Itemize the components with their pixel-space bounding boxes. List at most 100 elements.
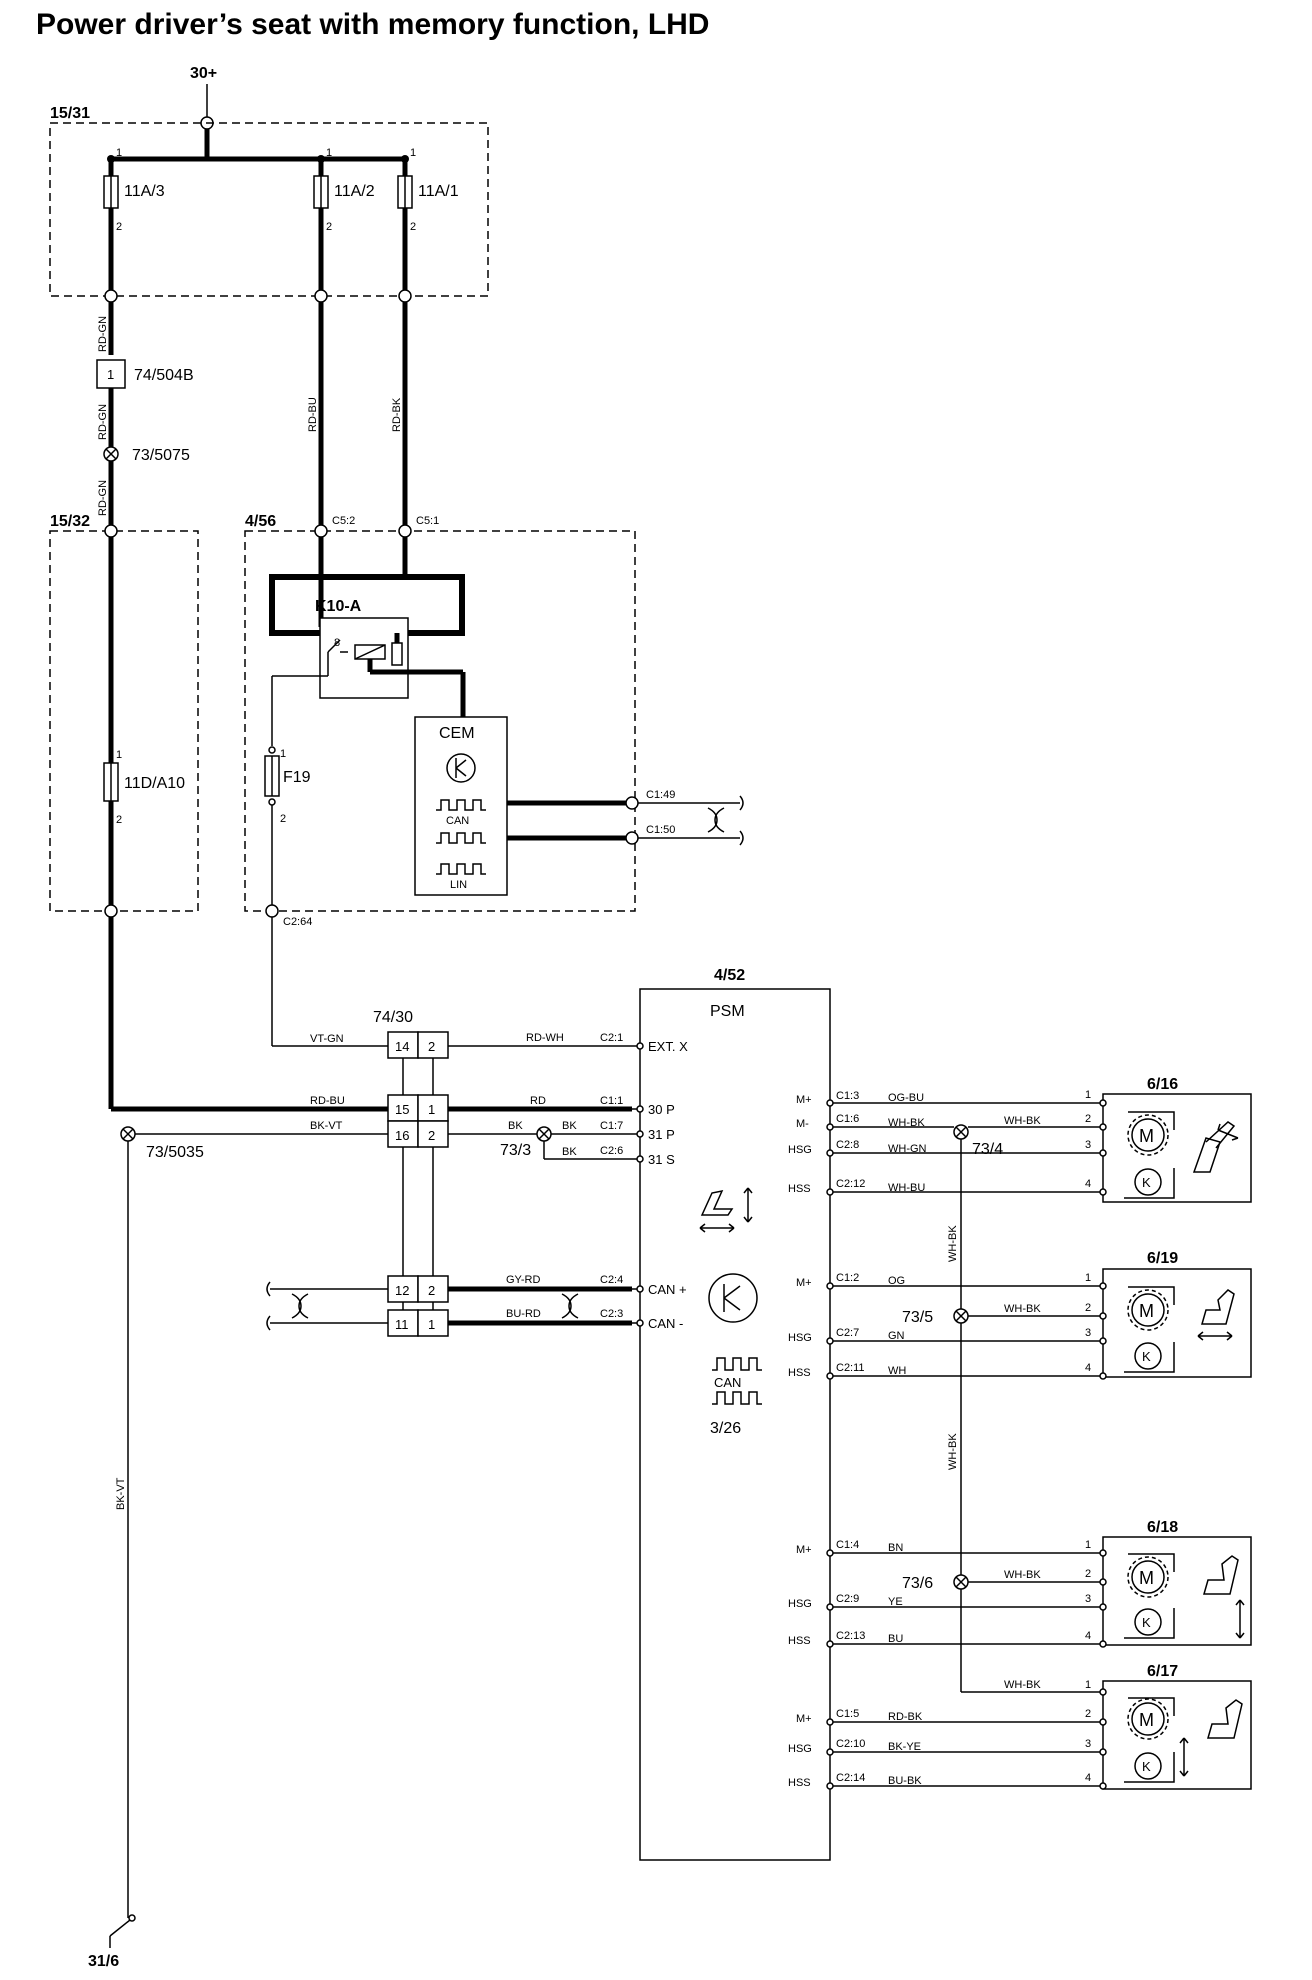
splice-73-3 bbox=[536, 1126, 552, 1142]
wire-label: RD bbox=[530, 1095, 546, 1107]
zone-15-31-label: 15/31 bbox=[50, 105, 90, 122]
pin-label: 3 bbox=[1085, 1327, 1091, 1339]
pin-label: 1 bbox=[116, 147, 122, 159]
wire-label: BK-YE bbox=[888, 1741, 921, 1753]
pin-label: 2 bbox=[428, 1283, 435, 1298]
wire-label: WH-BK bbox=[1004, 1115, 1041, 1127]
pin-label: 2 bbox=[116, 814, 122, 826]
connector-label: C1:6 bbox=[836, 1113, 859, 1125]
pin-label: 2 bbox=[280, 813, 286, 825]
pin-label: 3 bbox=[1085, 1593, 1091, 1605]
wire-label: OG-BU bbox=[888, 1092, 924, 1104]
pin-function: HSG bbox=[788, 1743, 812, 1755]
pin-function: M+ bbox=[796, 1277, 812, 1289]
splice-73-4 bbox=[953, 1124, 969, 1140]
wire-label: GN bbox=[888, 1330, 905, 1342]
motor-glyph: M bbox=[1139, 1301, 1154, 1321]
cem-lin-label: LIN bbox=[450, 879, 467, 891]
motor-glyph: M bbox=[1139, 1710, 1154, 1730]
splice-label: 73/5 bbox=[902, 1309, 933, 1326]
fuse-label: 11D/A10 bbox=[124, 775, 185, 792]
pin-label: 2 bbox=[410, 221, 416, 233]
connector-label: C5:1 bbox=[416, 515, 439, 527]
fuse-f19: F19 1 2 bbox=[264, 746, 311, 825]
wire-label: RD-BK bbox=[391, 397, 403, 432]
pin-label: 1 bbox=[1085, 1539, 1091, 1551]
pin-label: 1 bbox=[1085, 1272, 1091, 1284]
cem-module: CEM CAN LIN bbox=[414, 716, 508, 896]
splice-label: 73/3 bbox=[500, 1142, 531, 1159]
pin-label: 2 bbox=[1085, 1708, 1091, 1720]
fuse-11a-1: 11A/1 1 2 bbox=[397, 147, 459, 296]
wire-label: RD-BK bbox=[888, 1711, 923, 1723]
psm-module: 4/52 PSM C2:1 C1:1 C1:7 C2:6 C2:4 C2:3 E… bbox=[600, 967, 831, 1861]
sensor-glyph: K bbox=[1142, 1615, 1151, 1630]
psm-module-ref: 3/26 bbox=[710, 1420, 741, 1437]
pin-function: HSS bbox=[788, 1183, 811, 1195]
motor-label: 6/18 bbox=[1147, 1519, 1178, 1536]
wire-label: RD-GN bbox=[97, 404, 109, 440]
fuse-11a-3: 11A/3 1 2 bbox=[103, 147, 165, 296]
pin-label: 2 bbox=[428, 1128, 435, 1143]
connector-label: C1:50 bbox=[646, 824, 675, 836]
wire-label: WH-BK bbox=[1004, 1303, 1041, 1315]
fuse-label: 11A/1 bbox=[418, 183, 459, 200]
transistor-icon bbox=[708, 1273, 758, 1323]
pin-function: CAN + bbox=[648, 1282, 687, 1297]
pin-label: 3 bbox=[1085, 1139, 1091, 1151]
wire-label: OG bbox=[888, 1275, 905, 1287]
connector-label: C5:2 bbox=[332, 515, 355, 527]
pin-label: 1 bbox=[326, 147, 332, 159]
motor-label: 6/16 bbox=[1147, 1076, 1178, 1093]
motor-label: 6/17 bbox=[1147, 1663, 1178, 1680]
wire-label: WH-BK bbox=[947, 1433, 959, 1470]
motor-pin-terminals bbox=[826, 1099, 1107, 1790]
wire-label: BK bbox=[562, 1120, 577, 1132]
zone-15-32 bbox=[49, 530, 199, 912]
pin-function: HSG bbox=[788, 1144, 812, 1156]
connector-label: C2:6 bbox=[600, 1145, 623, 1157]
pin-function: HSS bbox=[788, 1777, 811, 1789]
connector-label: 74/30 bbox=[373, 1009, 413, 1026]
relay-label: K10-A bbox=[315, 598, 362, 615]
sensor-glyph: K bbox=[1142, 1759, 1151, 1774]
pin-function: M+ bbox=[796, 1713, 812, 1725]
pin-label: 2 bbox=[428, 1039, 435, 1054]
connector-label: C2:13 bbox=[836, 1630, 865, 1642]
cem-label: CEM bbox=[439, 725, 475, 742]
connector-label: C2:7 bbox=[836, 1327, 859, 1339]
motor-6-19: 6/19 M K bbox=[1102, 1250, 1252, 1378]
pin-label: 1 bbox=[1085, 1089, 1091, 1101]
pin-label: 1 bbox=[280, 748, 286, 760]
connector-label: C2:1 bbox=[600, 1032, 623, 1044]
wire-label: WH-BK bbox=[1004, 1569, 1041, 1581]
wire-label: RD-BU bbox=[310, 1095, 345, 1107]
motor-label: 6/19 bbox=[1147, 1250, 1178, 1267]
connector-label: C1:3 bbox=[836, 1090, 859, 1102]
connector-label: C1:4 bbox=[836, 1539, 859, 1551]
wire-label: WH bbox=[888, 1365, 906, 1377]
pin-function: EXT. X bbox=[648, 1039, 688, 1054]
splice-label: 73/4 bbox=[972, 1141, 1003, 1158]
zone-4-56 bbox=[244, 530, 636, 912]
wire-label: WH-BK bbox=[1004, 1679, 1041, 1691]
motor-glyph: M bbox=[1139, 1126, 1154, 1146]
pin-function: HSG bbox=[788, 1598, 812, 1610]
connector-label: C2:64 bbox=[283, 916, 312, 928]
pin-label: 15 bbox=[395, 1102, 409, 1117]
connector-label: C2:3 bbox=[600, 1308, 623, 1320]
connector-label: C2:10 bbox=[836, 1738, 865, 1750]
wire-label: YE bbox=[888, 1596, 903, 1608]
sensor-glyph: K bbox=[1142, 1349, 1151, 1364]
wire-label: RD-WH bbox=[526, 1032, 564, 1044]
wire-label: VT-GN bbox=[310, 1033, 344, 1045]
connector-label: C2:4 bbox=[600, 1274, 623, 1286]
psm-right-function-labels: M+ M- HSG HSS M+ HSG HSS M+ HSG HSS M+ H… bbox=[788, 1094, 812, 1789]
pin-label: 2 bbox=[1085, 1113, 1091, 1125]
pin-function: 31 P bbox=[648, 1127, 675, 1142]
connector-label: C1:5 bbox=[836, 1708, 859, 1720]
splice-73-5075 bbox=[103, 446, 119, 462]
wire-label: BK bbox=[508, 1120, 523, 1132]
cem-can-label: CAN bbox=[446, 815, 469, 827]
wire-label: BN bbox=[888, 1542, 903, 1554]
